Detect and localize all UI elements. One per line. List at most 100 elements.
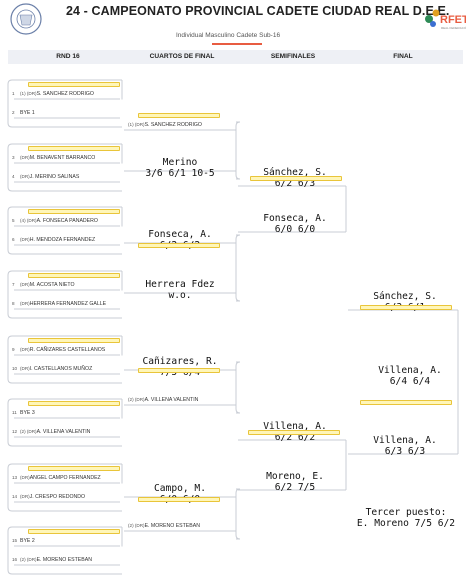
r16-entry-number: 7	[12, 282, 15, 287]
r16-player-name: (DR)I. CASTELLANOS MUÑOZ	[20, 366, 92, 372]
r16-player-name: (DR)HERRERA FERNANDEZ GALLE	[20, 301, 106, 307]
r16-player-seed: (DR)	[20, 366, 30, 371]
r16-player-label: H. MENDOZA FERNANDEZ	[29, 237, 96, 243]
qf-player-seed: (1) (DR)	[128, 122, 145, 127]
qf-connector	[235, 361, 241, 414]
r16-player-name: BYE 3	[20, 410, 35, 416]
round-header-semifinals: SEMIFINALES	[233, 50, 353, 64]
r16-entry-number: 2	[12, 110, 15, 115]
federation-logo	[10, 3, 42, 35]
r16-match-box	[7, 270, 122, 319]
r16-player-name: BYE 1	[20, 110, 35, 116]
r16-player-seed: (2) (DR)	[20, 557, 37, 562]
qf-result-line: Campo, M.	[154, 483, 206, 494]
r16-entry-number: 4	[12, 174, 15, 179]
r16-entry-number: 6	[12, 237, 15, 242]
r16-entry-number: 12	[12, 429, 18, 434]
r16-match-box	[7, 463, 122, 512]
r16-player-label: M. ACOSTA NIETO	[29, 282, 75, 288]
round-header-quarterfinals: CUARTOS DE FINAL	[122, 50, 242, 64]
draw-subtitle[interactable]: Individual Masculino Cadete Sub-16	[176, 32, 281, 39]
r16-player-label: A. VILLENA VALENTIN	[36, 429, 91, 435]
r16-entry-number: 5	[12, 218, 15, 223]
final-highlight	[360, 305, 452, 310]
r16-match-box	[7, 143, 122, 192]
sf-result-line: Fonseca, A.	[263, 213, 327, 224]
r16-player-seed: (1) (DR)	[20, 91, 37, 96]
round-header-final: FINAL	[343, 50, 463, 64]
r16-player-label: S. SANCHEZ RODRIGO	[36, 91, 94, 97]
r16-player-name: (DR)M. ACOSTA NIETO	[20, 282, 74, 288]
sf-result-score: 6/2 6/2	[274, 432, 316, 443]
r16-player-seed: (DR)	[20, 347, 30, 352]
r16-player-name: (4) (DR)A. FONSECA PANADERO	[20, 218, 98, 224]
r16-player-seed: (DR)	[20, 155, 30, 160]
r16-player-name: BYE 2	[20, 538, 35, 544]
r16-player-label: BYE 1	[20, 110, 35, 116]
r16-entry-number: 1	[12, 91, 15, 96]
r16-entry-number: 15	[12, 538, 18, 543]
sf-result-line: Villena, A.	[263, 421, 327, 432]
r16-highlight	[28, 401, 120, 406]
sf-result-line: Sánchez, S.	[263, 167, 327, 178]
svg-text:REAL FEDERACIÓN: REAL FEDERACIÓN	[441, 25, 466, 30]
final-result-line: Sánchez, S.	[373, 291, 437, 302]
qf-player-name: (1) (DR)S. SANCHEZ RODRIGO	[128, 122, 202, 128]
r16-match-box	[7, 79, 122, 128]
r16-player-seed: (DR)	[20, 282, 30, 287]
qf-result-line: Fonseca, A.	[148, 229, 212, 240]
r16-player-name: (DR)J. MERINO SALINAS	[20, 174, 79, 180]
r16-highlight	[28, 209, 120, 214]
r16-entry-number: 10	[12, 366, 18, 371]
qf-player-seed: (2) (DR)	[128, 523, 145, 528]
qf-player-label: A. VILLENA VALENTIN	[144, 397, 199, 403]
qf-result-score: w.o.	[168, 290, 192, 301]
r16-entry-number: 14	[12, 494, 18, 499]
r16-match-box	[7, 526, 122, 575]
r16-player-name: (1) (DR)S. SANCHEZ RODRIGO	[20, 91, 94, 97]
qf-player-name: (2) (DR)E. MORENO ESTEBAN	[128, 523, 200, 529]
sf-highlight	[250, 176, 342, 181]
r16-highlight	[28, 82, 120, 87]
third-place-label: Tercer puesto:	[365, 507, 447, 518]
sf-result-score: 6/0 6/0	[274, 224, 316, 235]
r16-player-name: (DR)J. CRESPO REDONDO	[20, 494, 85, 500]
r16-player-seed: (DR)	[20, 174, 30, 179]
r16-player-seed: (DR)	[20, 494, 30, 499]
r16-player-label: HERRERA FERNANDEZ GALLE	[29, 301, 107, 307]
sf-result-score: 6/2 7/5	[274, 482, 316, 493]
qf-player-label: S. SANCHEZ RODRIGO	[144, 122, 202, 128]
r16-player-label: A. FONSECA PANADERO	[36, 218, 98, 224]
r16-player-name: (DR)ANGEL CAMPO FERNANDEZ	[20, 475, 101, 481]
r16-player-name: (2) (DR)E. MORENO ESTEBAN	[20, 557, 92, 563]
qf-connector	[235, 234, 241, 302]
r16-entry-number: 3	[12, 155, 15, 160]
tournament-title: 24 - CAMPEONATO PROVINCIAL CADETE CIUDAD…	[66, 4, 450, 18]
sf-highlight	[248, 430, 340, 435]
r16-player-label: J. MERINO SALINAS	[29, 174, 80, 180]
r16-player-seed: (4) (DR)	[20, 218, 37, 223]
r16-player-name: (DR)M. BENAVENT BARRANCO	[20, 155, 95, 161]
sf-result-score: 6/2 6/3	[274, 178, 316, 189]
r16-player-seed: (2) (DR)	[20, 429, 37, 434]
r16-player-name: (DR)R. CAÑIZARES CASTELLANOS	[20, 347, 105, 353]
sf-result-line: Moreno, E.	[266, 471, 324, 482]
r16-player-label: R. CAÑIZARES CASTELLANOS	[29, 347, 106, 353]
r16-entry-number: 9	[12, 347, 15, 352]
r16-player-label: E. MORENO ESTEBAN	[36, 557, 92, 563]
qf-player-seed: (2) (DR)	[128, 397, 145, 402]
round-header-r16: RND 16	[8, 50, 128, 64]
r16-highlight	[28, 529, 120, 534]
qf-highlight	[138, 497, 220, 502]
r16-match-box	[7, 206, 122, 255]
final-highlight	[360, 400, 452, 405]
final-result-score: 6/3 6/3	[384, 446, 426, 457]
third-place-result: E. Moreno 7/5 6/2	[356, 518, 456, 529]
qf-result-line: Merino	[162, 157, 198, 168]
r16-player-name: (DR)H. MENDOZA FERNANDEZ	[20, 237, 95, 243]
r16-player-label: BYE 3	[20, 410, 35, 416]
r16-player-name: (2) (DR)A. VILLENA VALENTIN	[20, 429, 90, 435]
r16-player-label: I. CASTELLANOS MUÑOZ	[29, 366, 93, 372]
r16-match-box	[7, 398, 122, 447]
r16-match-box	[7, 335, 122, 384]
